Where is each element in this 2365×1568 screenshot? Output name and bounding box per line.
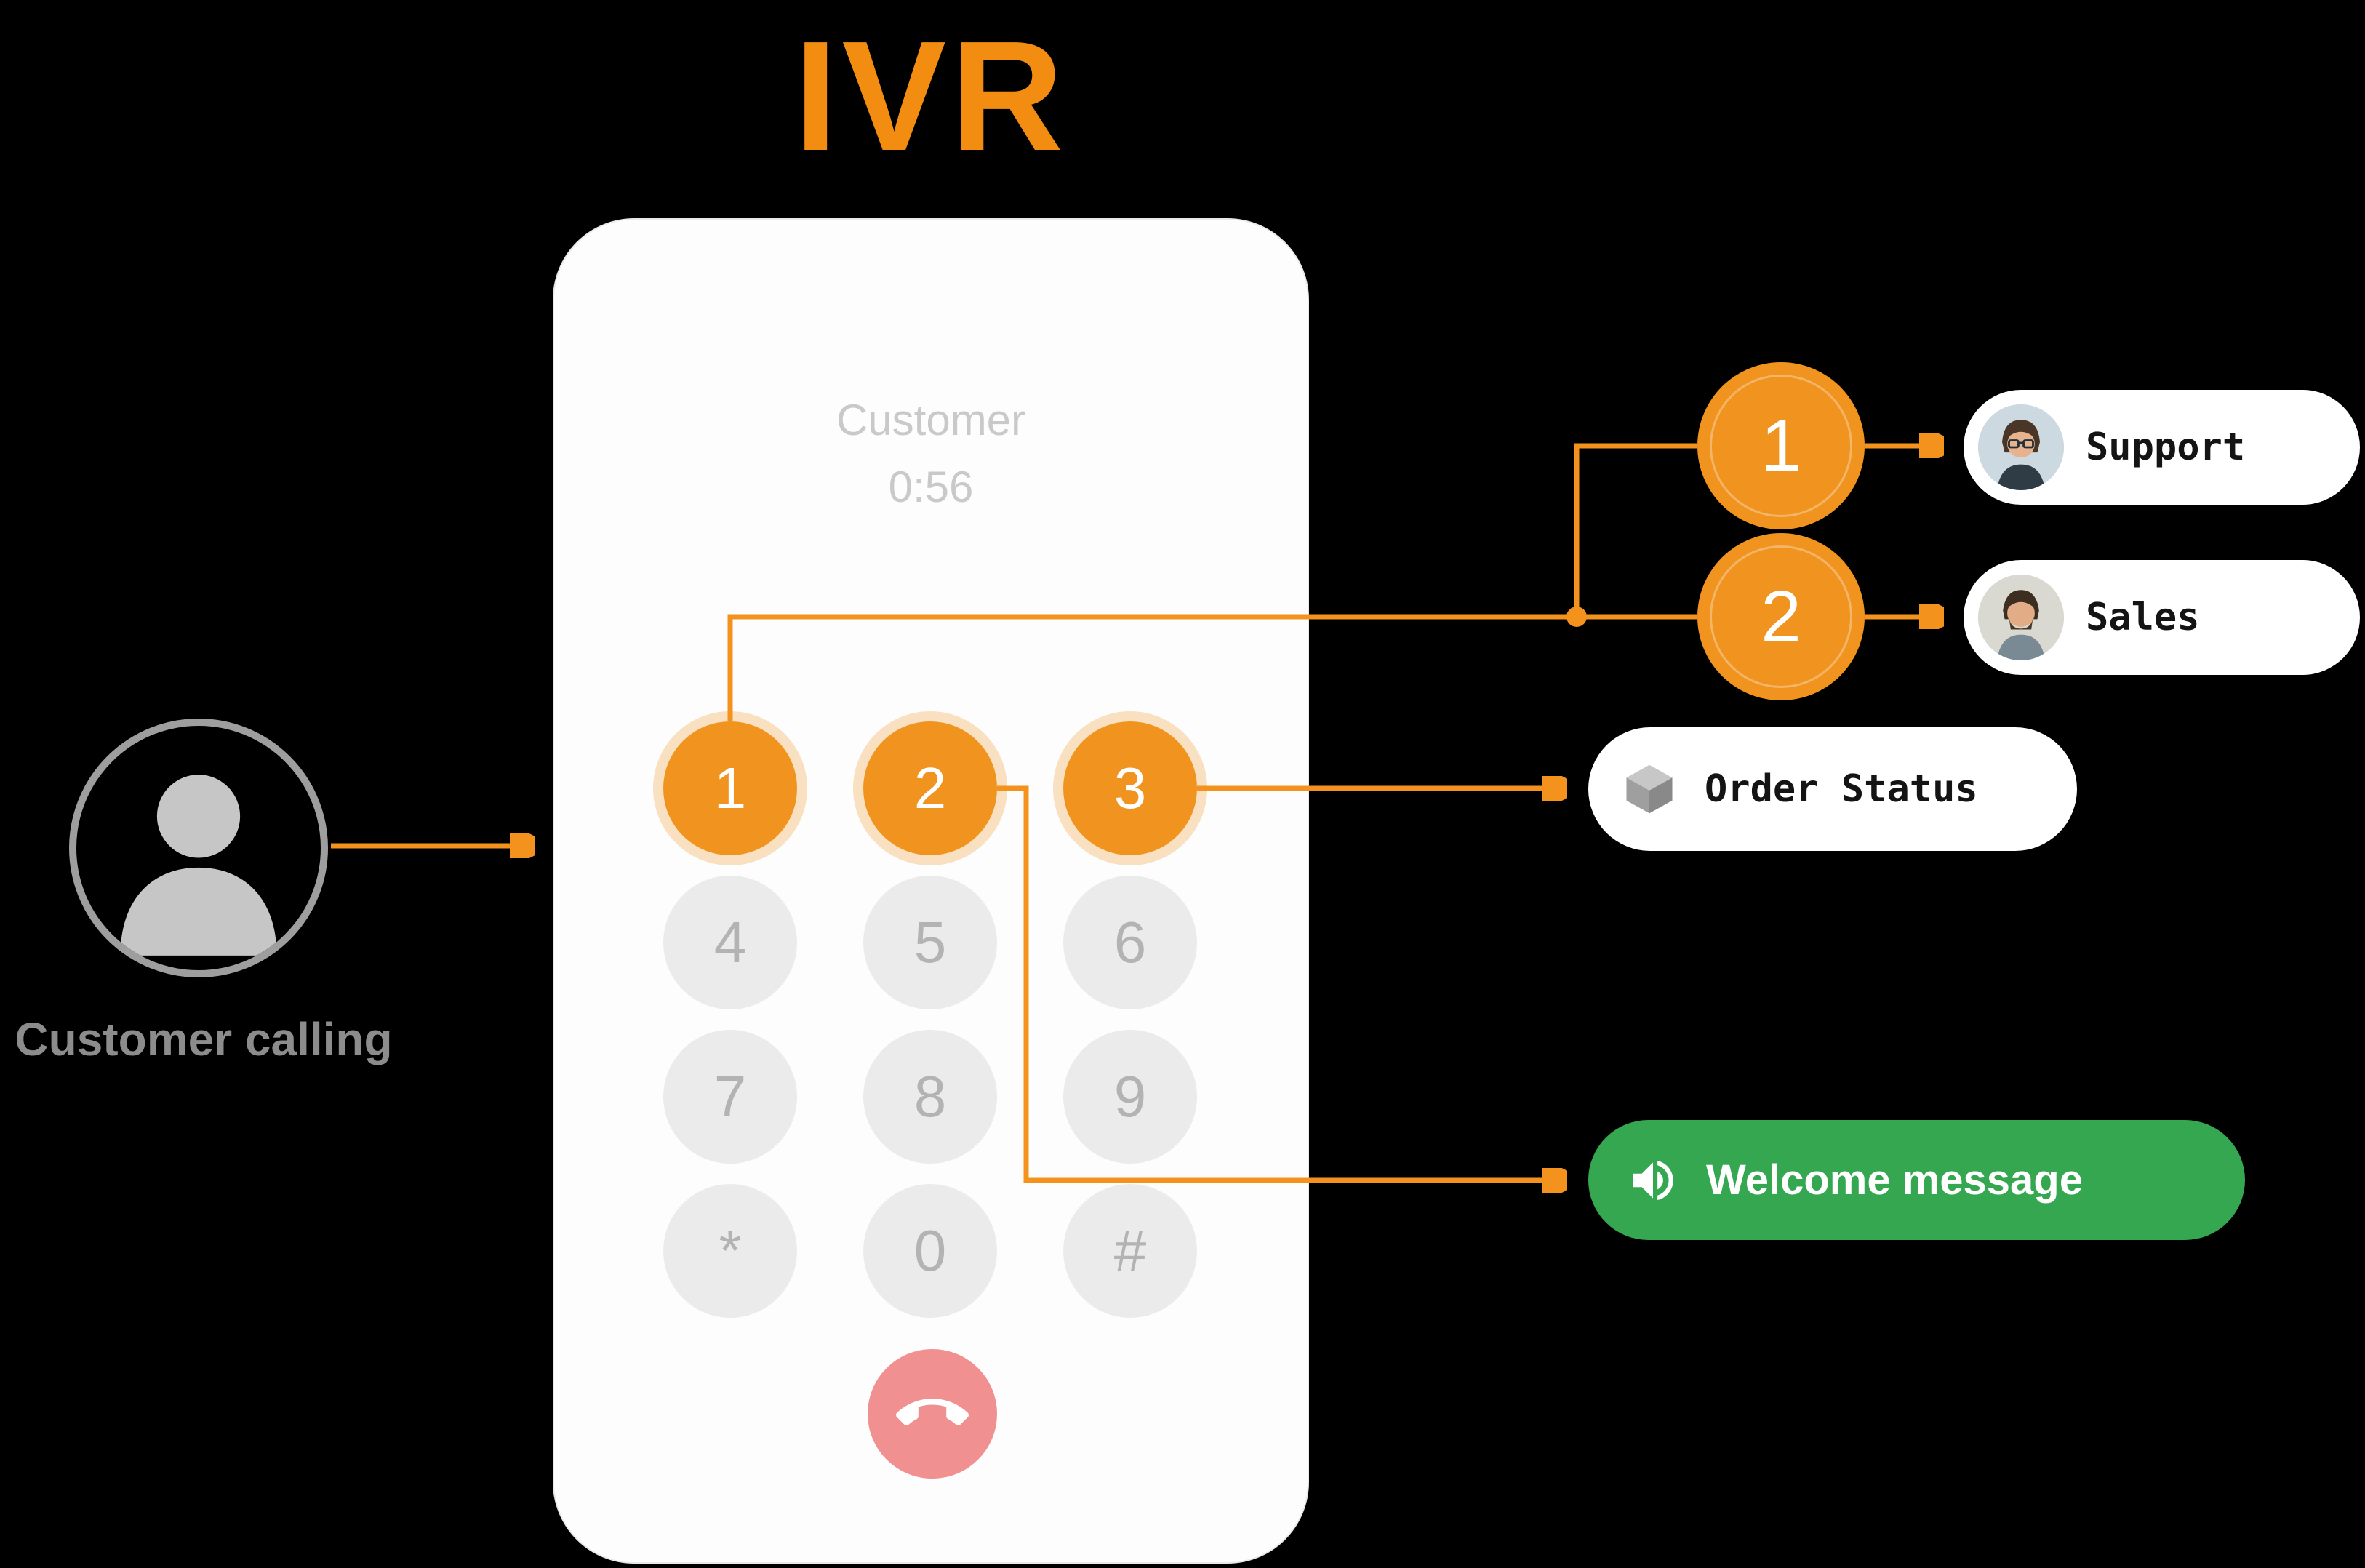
caller-name: Customer [836, 396, 1026, 444]
support-agent-avatar [1978, 404, 2064, 490]
welcome-message-label: Welcome message [1706, 1156, 2083, 1204]
destination-order-status: Order Status [1588, 727, 2077, 851]
connector-junction-to-badge1 [1574, 443, 1697, 617]
call-end-icon [896, 1399, 969, 1426]
speaker-icon [1633, 1160, 1673, 1200]
call-timer: 0:56 [888, 463, 974, 511]
dialpad-key-6[interactable]: 6 [1063, 876, 1197, 1009]
support-label: Support [2086, 425, 2246, 469]
sales-agent-avatar [1978, 575, 2064, 660]
dialpad-key-0[interactable]: 0 [863, 1184, 997, 1318]
customer-avatar [69, 719, 328, 977]
dialpad-key-5[interactable]: 5 [863, 876, 997, 1009]
dialpad-key-4[interactable]: 4 [663, 876, 797, 1009]
branch-badge-1-digit: 1 [1761, 404, 1801, 487]
caller-label: Customer calling [15, 1013, 393, 1065]
branch-badge-2: 2 [1697, 533, 1865, 700]
call-info: Customer 0:56 [554, 387, 1308, 521]
package-icon [1626, 764, 1673, 814]
dialpad-key-3[interactable]: 3 [1063, 721, 1197, 855]
person-icon [120, 775, 277, 956]
welcome-message-pill: Welcome message [1588, 1120, 2245, 1240]
branch-badge-1: 1 [1697, 362, 1865, 529]
dialpad-key-hash[interactable]: # [1063, 1184, 1197, 1318]
dialpad: 1 2 3 4 5 6 7 8 9 * 0 # [663, 721, 1197, 1318]
dialpad-key-1[interactable]: 1 [663, 721, 797, 855]
destination-support: Support [1964, 390, 2360, 505]
dialpad-key-star[interactable]: * [663, 1184, 797, 1318]
hangup-button[interactable] [868, 1349, 997, 1479]
branch-badge-2-digit: 2 [1761, 575, 1801, 657]
dialpad-key-7[interactable]: 7 [663, 1030, 797, 1164]
order-status-label: Order Status [1705, 767, 1978, 811]
dialpad-key-2[interactable]: 2 [863, 721, 997, 855]
sales-label: Sales [2086, 596, 2200, 639]
page-title: IVR [793, 8, 1068, 183]
connector-junction-dot [1566, 607, 1587, 627]
destination-sales: Sales [1964, 560, 2360, 675]
dialpad-key-8[interactable]: 8 [863, 1030, 997, 1164]
phone-screen: Customer 0:56 1 2 3 4 5 6 7 8 9 * 0 # [553, 218, 1309, 1564]
dialpad-key-9[interactable]: 9 [1063, 1030, 1197, 1164]
